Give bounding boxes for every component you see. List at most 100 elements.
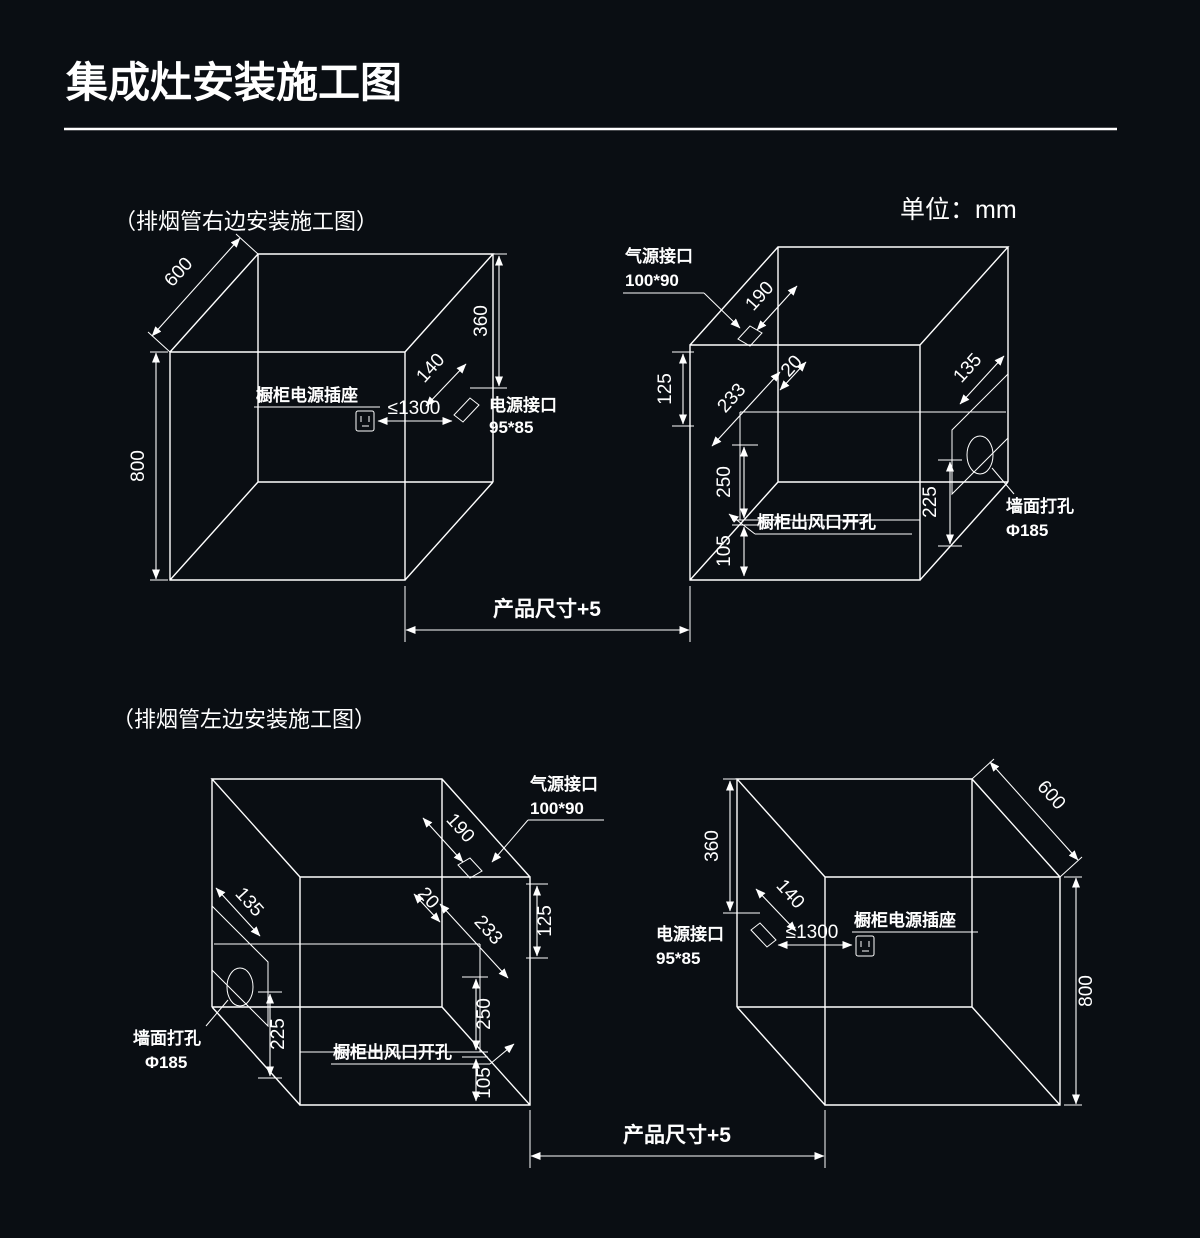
dim-600-extensions <box>147 233 259 353</box>
dim-125-ticks <box>526 883 548 959</box>
cabinet-wireframe <box>169 253 495 581</box>
dim-20-label: 20 <box>777 351 807 381</box>
socket-slots <box>860 941 870 952</box>
unit-label: 单位：mm <box>900 196 1017 224</box>
dim-800-extensions <box>1064 876 1082 1106</box>
vent-duct-lines <box>739 411 1006 521</box>
power-port-label-1: 电源接口 <box>656 924 724 944</box>
cabinet-socket-label: 橱柜电源插座 <box>854 910 956 930</box>
dim-800-label: 800 <box>128 450 149 482</box>
product-size-dim-top: 产品尺寸+5 <box>404 586 691 642</box>
wall-hole-label-2: Φ185 <box>145 1053 187 1072</box>
vent-hole-ellipse <box>966 435 994 475</box>
vent-hole-panel <box>951 372 1009 496</box>
cabinet-plain-right-config: 600 800 360 140 橱柜电源插座 ≤1300 <box>128 233 557 581</box>
wall-hole-leader <box>991 467 1015 495</box>
dim-1300-label: ≤1300 <box>786 922 839 943</box>
power-port-label-2: 95*85 <box>656 949 700 968</box>
wall-hole-leader <box>205 999 229 1027</box>
wall-hole-label-1: 墙面打孔 <box>1006 496 1074 516</box>
dim-140-line <box>755 888 797 932</box>
gas-port-label-2: 100*90 <box>625 271 679 290</box>
vent-opening-leader <box>728 513 756 535</box>
power-port-marker <box>453 397 480 423</box>
product-size-extensions <box>529 1110 826 1168</box>
dim-250-ticks <box>462 976 488 1053</box>
dim-360-extensions <box>470 253 507 389</box>
dim-225-label: 225 <box>268 1018 289 1050</box>
dim-600-extensions <box>971 758 1083 878</box>
dim-250-label: 250 <box>714 466 735 498</box>
dim-225-ticks <box>938 459 962 547</box>
dim-250-label: 250 <box>474 998 495 1030</box>
dim-135-label: 135 <box>231 884 268 922</box>
dim-20-label: 20 <box>413 883 443 913</box>
dim-135-line <box>959 355 1005 405</box>
gas-port-label-2: 100*90 <box>530 799 584 818</box>
vent-opening-leader <box>489 1043 515 1065</box>
wall-hole-label-2: Φ185 <box>1006 521 1048 540</box>
dim-125-label: 125 <box>655 373 676 405</box>
cabinet-socket-label: 橱柜电源插座 <box>256 385 358 405</box>
dim-233-line <box>711 371 781 447</box>
gas-port-leader <box>491 819 529 863</box>
gas-port-marker <box>457 857 483 879</box>
cabinet-wireframe <box>210 778 531 1106</box>
cabinet-vent-right-config: 气源接口 100*90 190 125 233 20 250 <box>623 246 1074 581</box>
vent-opening-label: 橱柜出风口开孔 <box>757 512 876 532</box>
cabinet-plain-left-config: 600 800 360 140 橱柜电源插座 ≤1300 <box>656 758 1097 1106</box>
dim-233-label: 233 <box>470 912 507 950</box>
socket-outline <box>855 935 875 957</box>
vent-opening-label: 橱柜出风口开孔 <box>333 1042 452 1062</box>
dim-190-label: 190 <box>442 810 479 848</box>
dim-140-label: 140 <box>413 350 450 388</box>
product-size-label: 产品尺寸+5 <box>493 597 601 621</box>
dim-600-line <box>151 237 241 337</box>
socket-slots <box>360 416 370 427</box>
gas-port-label-1: 气源接口 <box>529 774 598 794</box>
product-size-extensions <box>404 586 691 642</box>
dim-360-extensions <box>723 778 760 914</box>
dim-20-line <box>413 893 441 923</box>
dim-1300-label: ≤1300 <box>388 398 441 419</box>
dim-125-label: 125 <box>535 905 556 937</box>
dim-140-line <box>425 363 467 407</box>
product-size-dim-bottom: 产品尺寸+5 <box>529 1110 826 1168</box>
power-port-marker <box>750 922 777 948</box>
dim-225-label: 225 <box>920 486 941 518</box>
page-title: 集成灶安装施工图 <box>65 59 402 106</box>
dim-125-ticks <box>672 351 694 427</box>
section-left-vent: （排烟管左边安装施工图） 气源接口 100*90 190 125 233 <box>112 707 1097 1168</box>
section-right-caption: （排烟管右边安装施工图） <box>114 209 378 234</box>
gas-port-marker <box>737 325 763 347</box>
section-right-vent: （排烟管右边安装施工图） 600 800 360 140 橱柜电源插座 <box>114 209 1074 642</box>
wall-hole-label-1: 墙面打孔 <box>133 1028 201 1048</box>
power-port-label-2: 95*85 <box>489 418 533 437</box>
dim-225-ticks <box>258 991 282 1079</box>
cabinet-wireframe <box>689 246 1010 581</box>
dim-105-label: 105 <box>714 535 735 567</box>
dim-600-label: 600 <box>161 254 198 292</box>
gas-port-label-1: 气源接口 <box>624 246 693 266</box>
dim-190-line <box>756 285 798 331</box>
dim-190-label: 190 <box>742 278 779 316</box>
section-left-caption: （排烟管左边安装施工图） <box>112 707 376 732</box>
power-socket-icon <box>855 935 875 957</box>
power-port-label-1: 电源接口 <box>489 395 557 415</box>
header: 集成灶安装施工图 单位：mm <box>64 59 1117 224</box>
dim-233-line <box>439 903 509 979</box>
cabinet-vent-left-config: 气源接口 100*90 190 125 233 20 250 <box>133 774 604 1106</box>
dim-600-label: 600 <box>1033 777 1070 815</box>
vent-hole-ellipse <box>226 967 254 1007</box>
vent-duct-lines <box>214 943 481 1053</box>
dim-140-label: 140 <box>772 876 809 914</box>
gas-port-leader <box>703 292 741 329</box>
dim-190-line <box>422 817 464 863</box>
socket-outline <box>355 410 375 432</box>
dim-360-label: 360 <box>702 830 723 862</box>
dim-800-label: 800 <box>1076 975 1097 1007</box>
dim-800-extensions <box>150 351 168 581</box>
product-size-label: 产品尺寸+5 <box>623 1123 731 1147</box>
dim-360-label: 360 <box>471 305 492 337</box>
